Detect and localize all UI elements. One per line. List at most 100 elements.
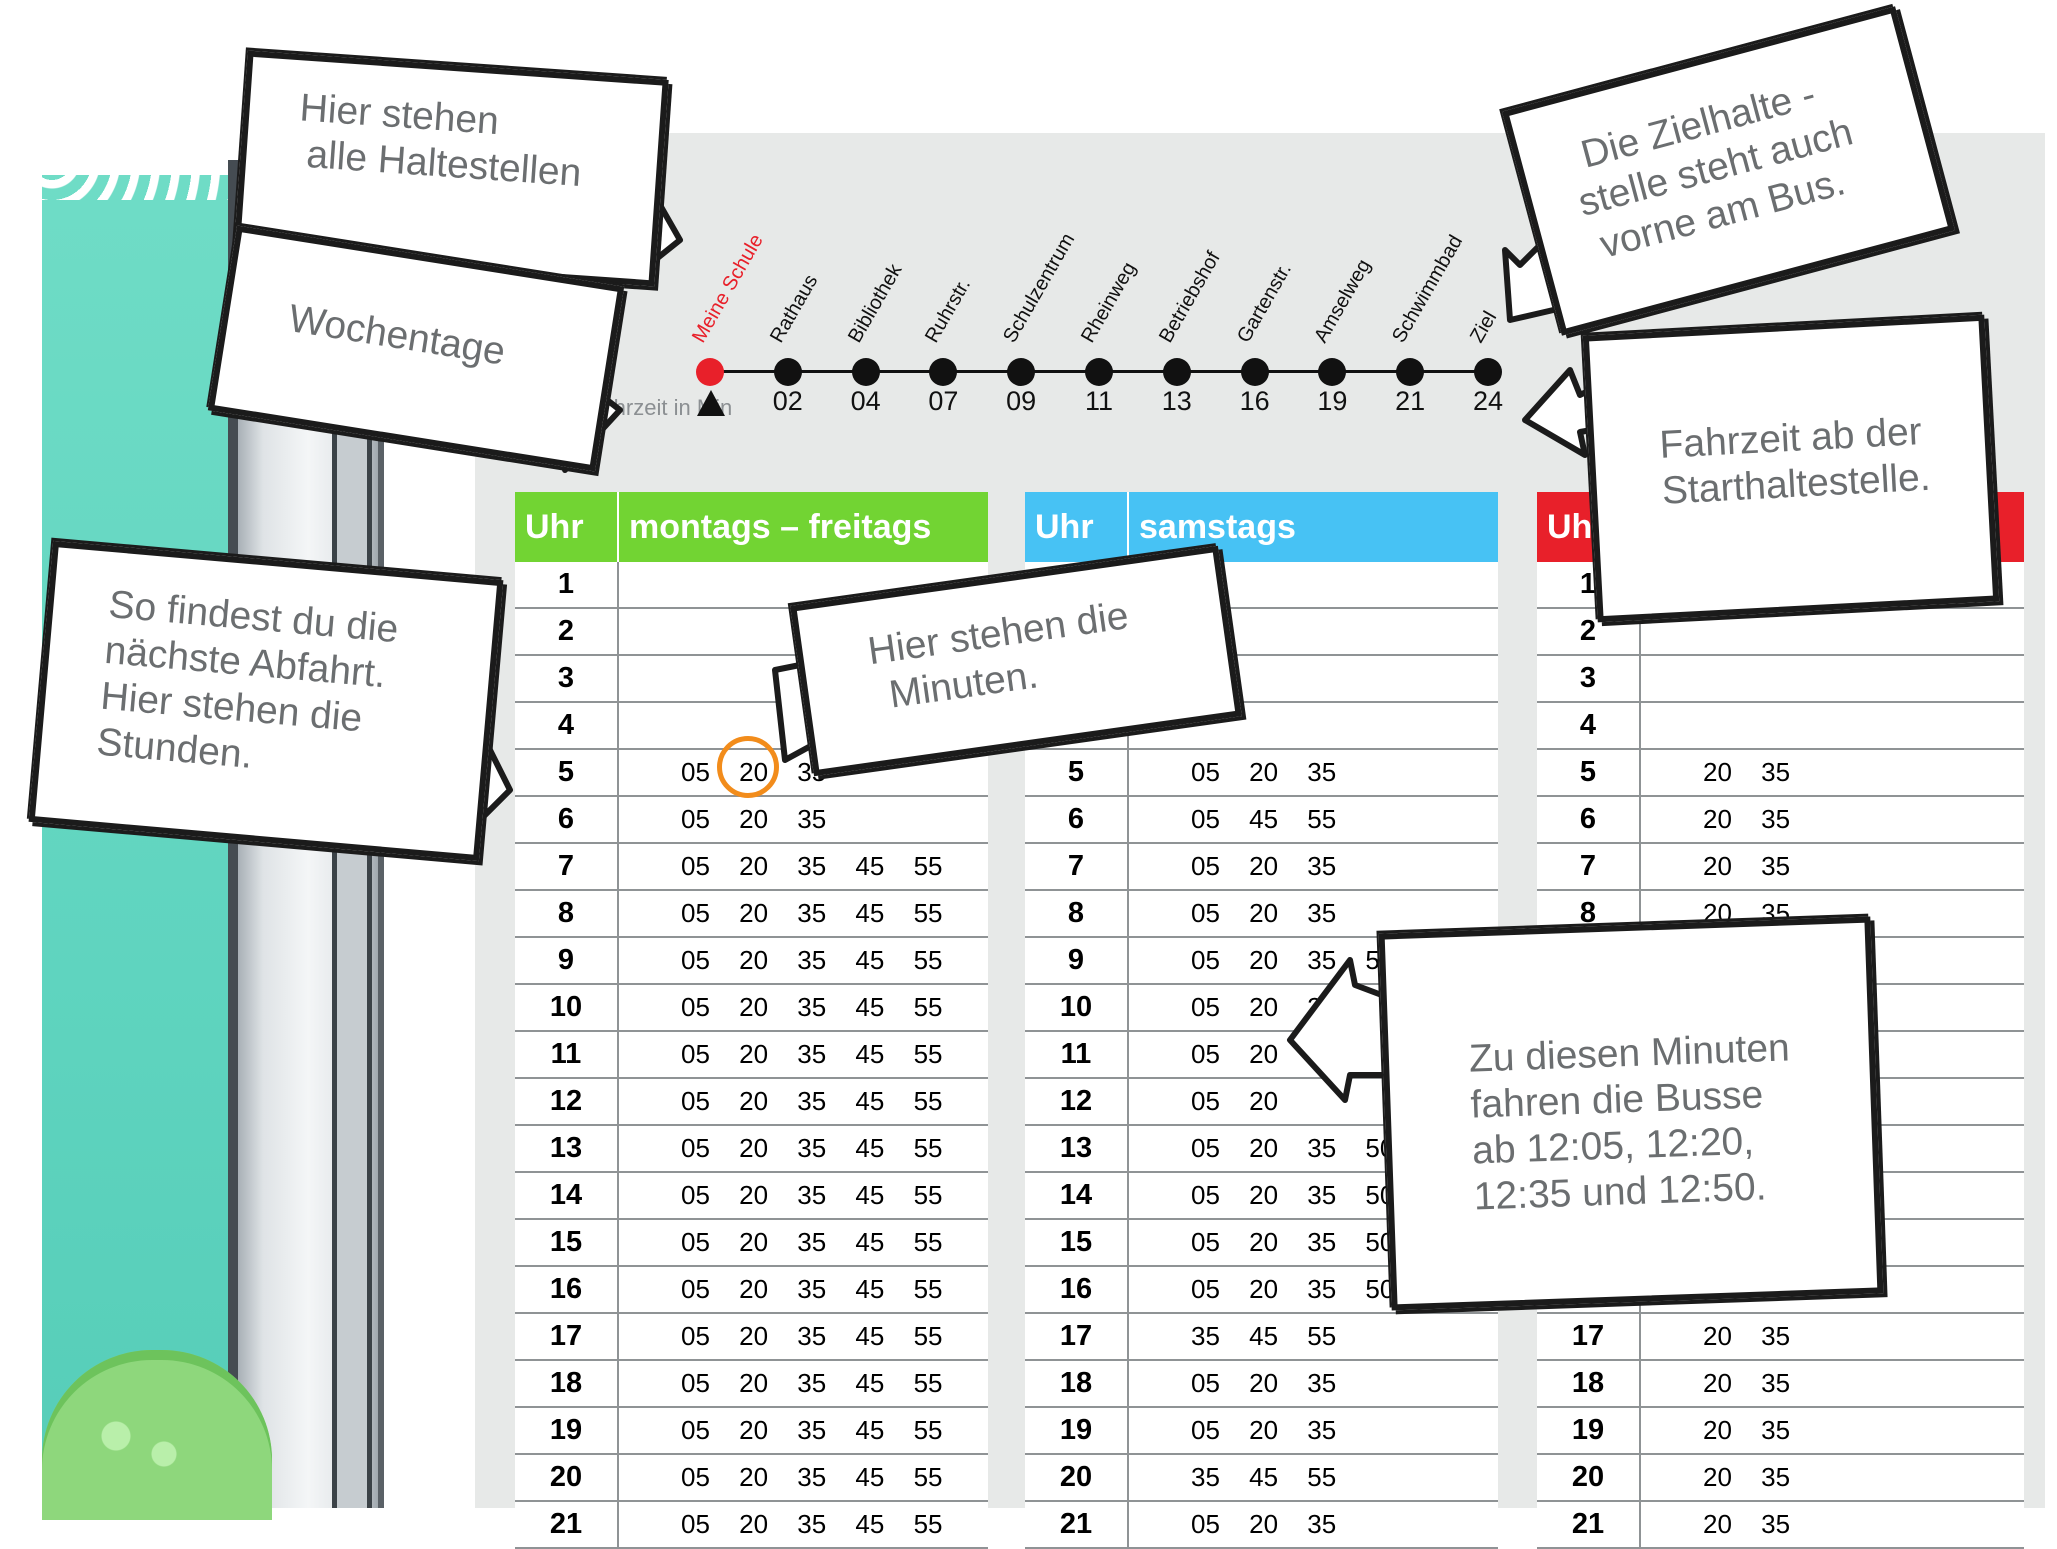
minutes-cell: 20 35: [1640, 1407, 2024, 1455]
minutes-cell: 20 35: [1640, 1313, 2024, 1361]
stop-travel-minute: 13: [1161, 386, 1192, 416]
start-marker-icon: [697, 390, 725, 416]
callout-hours: So findest du die nächste Abfahrt. Hier …: [28, 540, 504, 862]
minutes-cell: 05 20 35 45 55: [618, 1219, 988, 1267]
stop-marker: [696, 358, 724, 386]
hour-cell: 8: [1025, 890, 1129, 938]
hour-cell: 7: [515, 843, 619, 891]
hour-header: Uhr: [1025, 492, 1129, 562]
hour-cell: 6: [1025, 796, 1129, 844]
table-row: 4: [1537, 702, 2024, 750]
minutes-cell: 05 20 35: [1128, 1407, 1498, 1455]
table-row: 3: [1537, 655, 2024, 703]
hour-cell: 20: [1025, 1454, 1129, 1502]
hour-cell: 14: [515, 1172, 619, 1220]
minutes-cell: 20 35: [1640, 1360, 2024, 1408]
stop-travel-minute: 21: [1395, 386, 1426, 416]
hour-cell: 21: [515, 1501, 619, 1549]
hour-cell: 5: [515, 749, 619, 797]
stop-travel-minute: 11: [1084, 386, 1114, 416]
minutes-cell: 05 20 35: [1128, 843, 1498, 891]
minutes-cell: 35 45 55: [1128, 1454, 1498, 1502]
hour-cell: 21: [1537, 1501, 1641, 1549]
minutes-cell: 05 20 35 45 55: [618, 984, 988, 1032]
hour-cell: 19: [1025, 1407, 1129, 1455]
stop-marker: [1396, 358, 1425, 386]
minutes-cell: [1640, 702, 2024, 750]
hour-cell: 20: [1537, 1454, 1641, 1502]
minutes-cell: 05 20 35 45 55: [618, 1501, 988, 1549]
minutes-cell: 05 20 35 45 55: [618, 1078, 988, 1126]
hour-cell: 11: [1025, 1031, 1129, 1079]
hour-cell: 6: [515, 796, 619, 844]
stop-travel-minute: 02: [772, 386, 803, 416]
stop-marker: [1318, 358, 1347, 386]
hour-cell: 15: [515, 1219, 619, 1267]
minutes-cell: [1640, 655, 2024, 703]
minutes-cell: 05 20 35: [1128, 1360, 1498, 1408]
hour-cell: 7: [1537, 843, 1641, 891]
stop-travel-minute: 04: [850, 386, 881, 416]
stop-marker: [773, 358, 802, 386]
stop-travel-minute: 19: [1317, 386, 1348, 416]
stop-marker: [1240, 358, 1269, 386]
stop-marker: [1474, 358, 1502, 386]
stop-marker: [851, 358, 880, 386]
stop-marker: [1085, 358, 1113, 386]
minutes-cell: 05 20 35 45 55: [618, 1360, 988, 1408]
hour-cell: 8: [515, 890, 619, 938]
hour-cell: 17: [1025, 1313, 1129, 1361]
hour-cell: 13: [515, 1125, 619, 1173]
stop-marker: [1162, 358, 1191, 386]
minutes-cell: 20 35: [1640, 1501, 2024, 1549]
hour-cell: 19: [1537, 1407, 1641, 1455]
hour-cell: 13: [1025, 1125, 1129, 1173]
hour-cell: 16: [515, 1266, 619, 1314]
hour-cell: 7: [1025, 843, 1129, 891]
minutes-cell: 20 35: [1640, 1454, 2024, 1502]
callout-travel-time-line-1: Fahrzeit ab der: [1658, 410, 1923, 467]
minutes-cell: 05 20 35 45 55: [618, 1172, 988, 1220]
hour-cell: 18: [515, 1360, 619, 1408]
hour-cell: 18: [1025, 1360, 1129, 1408]
hour-cell: 4: [515, 702, 619, 750]
table-row: 2: [1537, 608, 2024, 656]
stop-marker: [929, 358, 958, 386]
hour-cell: 21: [1025, 1501, 1129, 1549]
hour-header: Uhr: [515, 492, 619, 562]
minutes-cell: 20 35: [1640, 796, 2024, 844]
hour-cell: 5: [1025, 749, 1129, 797]
minutes-cell: 05 20 35 45 55: [618, 890, 988, 938]
hour-cell: 15: [1025, 1219, 1129, 1267]
minutes-cell: 05 20 35 45 55: [618, 1454, 988, 1502]
hour-cell: 20: [515, 1454, 619, 1502]
hour-cell: 12: [1025, 1078, 1129, 1126]
hour-cell: 19: [515, 1407, 619, 1455]
callout-travel-time: Fahrzeit ab der Starthaltestelle.: [1582, 314, 2000, 623]
hour-cell: 3: [1537, 655, 1641, 703]
stop-travel-minute: 24: [1472, 386, 1504, 416]
minutes-cell: 05 20 35 45 55: [618, 1266, 988, 1314]
minutes-cell: 05 45 55: [1128, 796, 1498, 844]
